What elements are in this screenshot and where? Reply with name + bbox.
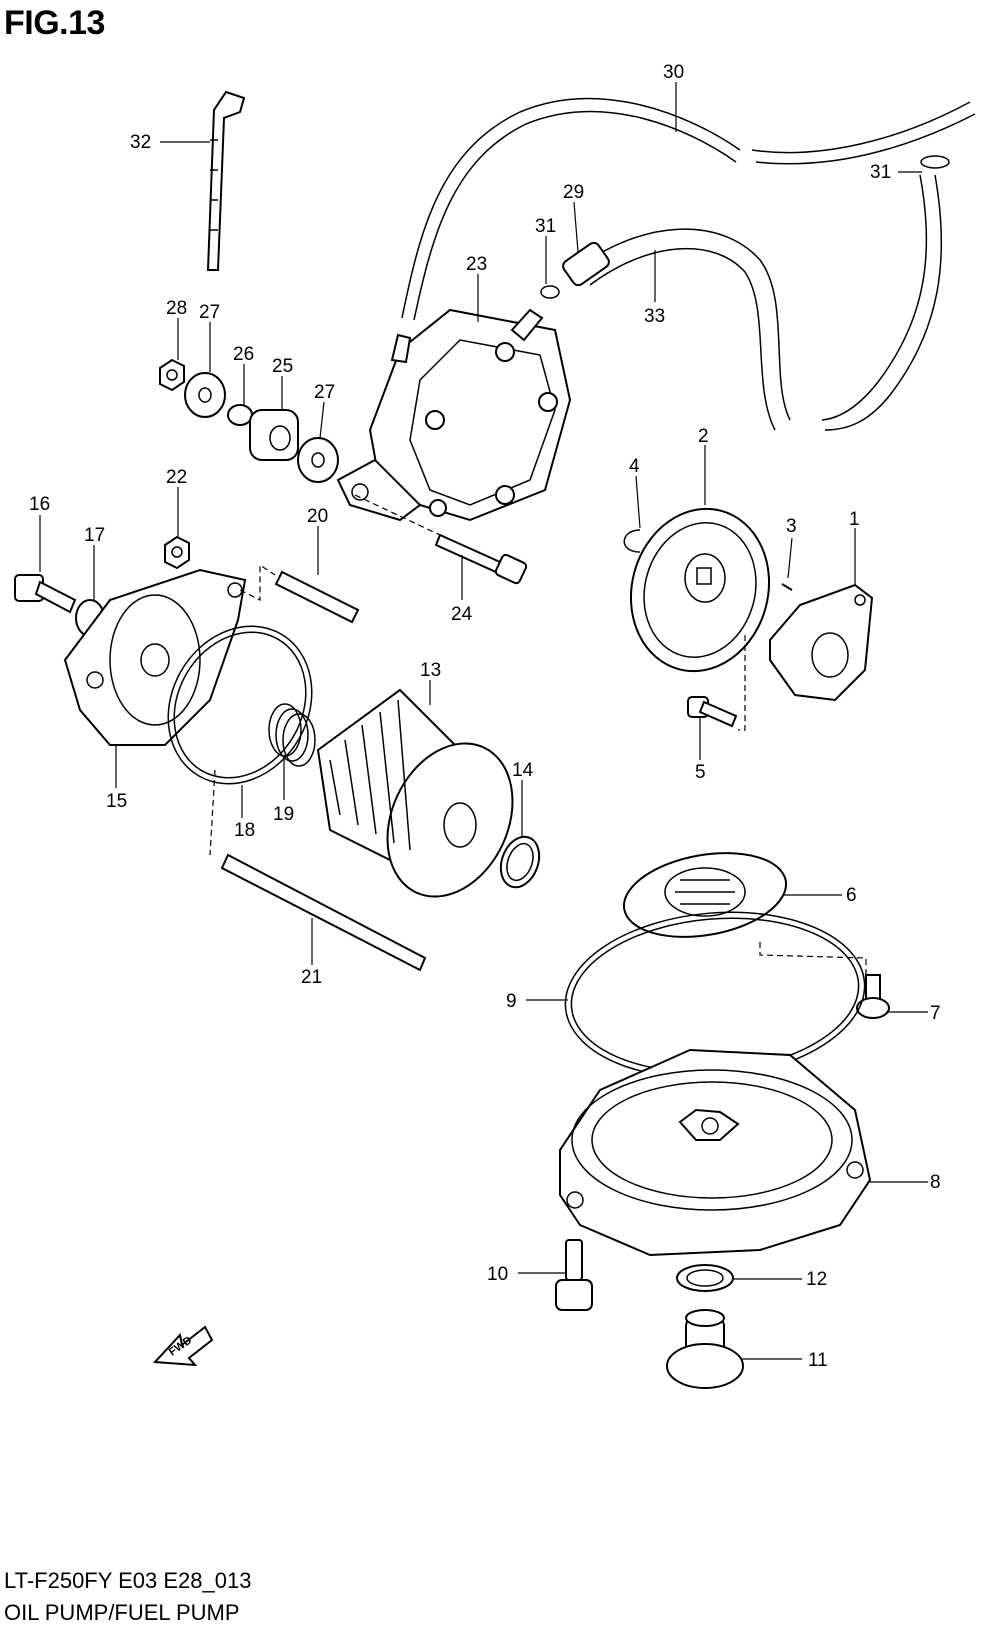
- callout-17: 17: [84, 525, 105, 546]
- callout-12: 12: [806, 1269, 827, 1290]
- fuel-hose-33: [562, 174, 943, 431]
- callout-13: 13: [420, 660, 441, 681]
- callout-3: 3: [786, 516, 797, 537]
- callout-18: 18: [234, 820, 255, 841]
- diagram-name: OIL PUMP/FUEL PUMP: [4, 1600, 240, 1625]
- washer-27-right: [297, 437, 339, 483]
- callout-5: 5: [695, 762, 706, 783]
- collar-26: [227, 404, 253, 426]
- callout-15: 15: [106, 791, 127, 812]
- nut-28: [159, 358, 185, 392]
- callout-31: 31: [535, 216, 556, 237]
- oil-filter-13: [316, 688, 514, 898]
- gear-2: [629, 507, 771, 673]
- bolt-16: [14, 574, 77, 614]
- callout-23: 23: [466, 254, 487, 275]
- callout-33: 33: [644, 306, 665, 327]
- callout-7: 7: [930, 1003, 941, 1024]
- fuel-hose-30: [401, 97, 976, 321]
- callout-25: 25: [272, 356, 293, 377]
- stud-21: [220, 853, 427, 972]
- figure-title: FIG.13: [4, 4, 105, 42]
- bolt-10: [555, 1239, 593, 1311]
- callout-24: 24: [451, 604, 473, 625]
- callout-2: 2: [698, 426, 709, 447]
- drain-plug-11: [666, 1309, 744, 1389]
- callout-4: 4: [629, 456, 640, 477]
- sump-cover-8: [559, 1048, 872, 1257]
- callout-11: 11: [808, 1350, 828, 1371]
- strainer-6: [622, 852, 788, 938]
- assembly-lines: [209, 494, 867, 975]
- nut-22: [164, 535, 190, 570]
- spring-19: [268, 703, 316, 767]
- filter-cap-15: [63, 568, 247, 746]
- o-ring-14: [499, 835, 541, 889]
- callout-22: 22: [166, 467, 187, 488]
- callout-28: 28: [166, 298, 187, 319]
- callout-8: 8: [930, 1172, 941, 1193]
- leader-lines: [39, 82, 928, 1360]
- stud-20: [274, 570, 360, 624]
- washer-27-left: [184, 372, 226, 418]
- bolt-24: [434, 533, 528, 585]
- screw-5: [687, 696, 738, 728]
- callout-20: 20: [307, 506, 328, 527]
- callout-1: 1: [849, 509, 860, 530]
- clamp-31-upper: [540, 155, 950, 299]
- callout-9: 9: [506, 991, 517, 1012]
- callout-21: 21: [301, 967, 322, 988]
- callout-6: 6: [846, 885, 857, 906]
- callout-27: 27: [199, 302, 220, 323]
- hose-end-29: [562, 241, 610, 287]
- o-ring-18: [167, 625, 313, 785]
- tie-wrap-32: [206, 90, 246, 271]
- fuel-pump-23: [336, 308, 572, 522]
- callout-19: 19: [273, 804, 294, 825]
- callout-32: 32: [130, 132, 151, 153]
- callout-16: 16: [29, 494, 50, 515]
- diagram-code: LT-F250FY E03 E28_013: [4, 1568, 252, 1593]
- callout-29: 29: [563, 182, 584, 203]
- circlip-4: [623, 529, 641, 553]
- callout-31-b: 31: [870, 162, 891, 183]
- callout-26: 26: [233, 344, 254, 365]
- callout-27-b: 27: [314, 382, 335, 403]
- callout-30: 30: [663, 62, 684, 83]
- screw-7: [856, 974, 890, 1019]
- callout-10: 10: [487, 1264, 508, 1285]
- gasket-12: [676, 1264, 734, 1292]
- fwd-arrow-icon: FWD: [152, 1325, 214, 1367]
- callouts: 1 2 3 4 5 6 7 8 9 10 11 12 13 14 15 16 1…: [29, 62, 941, 1371]
- pin-3: [781, 583, 793, 591]
- callout-14: 14: [512, 760, 534, 781]
- oil-pump-1: [769, 583, 874, 702]
- cushion-25: [249, 409, 299, 461]
